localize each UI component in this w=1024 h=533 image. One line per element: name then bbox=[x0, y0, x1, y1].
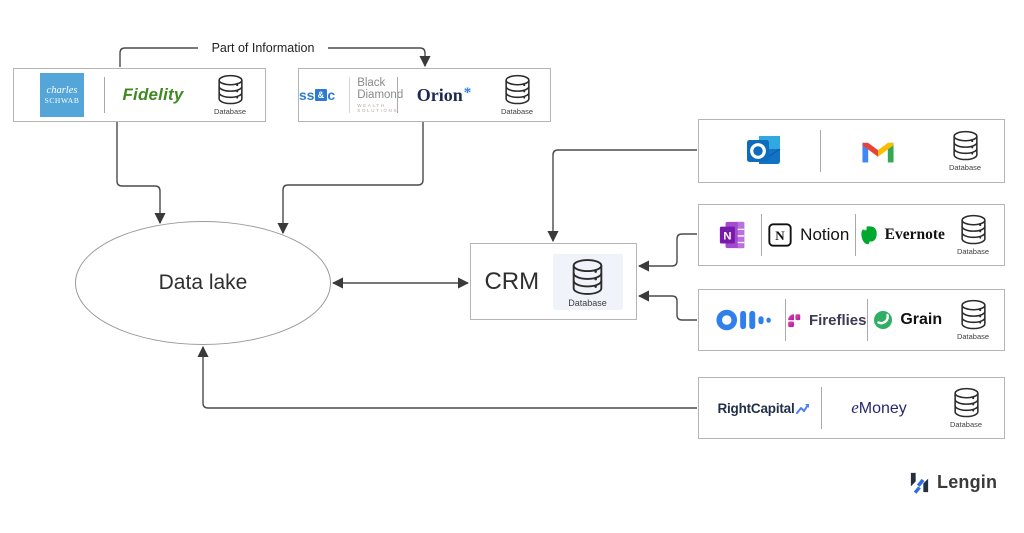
gmail-icon bbox=[861, 142, 894, 163]
grain-logo: Grain bbox=[868, 310, 949, 330]
divider bbox=[854, 214, 856, 256]
schwab-icon: charles SCHWAB bbox=[40, 73, 84, 117]
lengin-wordmark: Lengin bbox=[937, 472, 998, 492]
outlook-logo bbox=[707, 131, 820, 171]
database-icon bbox=[504, 74, 530, 105]
lengin-icon bbox=[910, 472, 929, 494]
divider bbox=[104, 77, 105, 113]
edge-planning-to-datalake bbox=[197, 345, 697, 409]
edge-custodians-to-datalake bbox=[116, 122, 166, 225]
notes-box: N N Notion Evernote Database bbox=[698, 204, 1005, 266]
otter-logo bbox=[705, 308, 785, 332]
database-icon bbox=[217, 74, 243, 105]
database-icon bbox=[960, 214, 986, 245]
orion-logo: Orion* bbox=[416, 84, 472, 105]
divider bbox=[820, 130, 821, 172]
database-node: Database bbox=[490, 74, 544, 116]
svg-text:N: N bbox=[723, 231, 731, 243]
rightcapital-logo: RightCapital bbox=[707, 401, 821, 416]
orion-asterisk-icon: * bbox=[463, 84, 472, 101]
database-node: Database bbox=[934, 130, 996, 172]
evernote-icon bbox=[860, 225, 877, 244]
divider bbox=[397, 77, 398, 113]
outlook-icon bbox=[746, 136, 780, 164]
ssc-icon: ss&c bbox=[298, 87, 336, 103]
data-lake-label: Data lake bbox=[158, 271, 248, 294]
edge-label-part-of-information: Part of Information bbox=[198, 41, 328, 55]
divider bbox=[785, 299, 786, 341]
fireflies-icon bbox=[788, 313, 801, 327]
grain-icon bbox=[874, 311, 893, 329]
notion-icon: N bbox=[768, 223, 792, 247]
emoney-logo: eMoney bbox=[851, 398, 907, 417]
divider bbox=[761, 214, 762, 256]
database-icon bbox=[572, 258, 603, 295]
rightcapital-arrow-icon bbox=[795, 403, 809, 414]
custodians-box: charles SCHWAB Fidelity Database bbox=[13, 68, 266, 122]
email-box: Database bbox=[698, 119, 1005, 183]
edge-notes-to-crm bbox=[637, 233, 697, 272]
lengin-logo: Lengin bbox=[908, 471, 997, 494]
meetings-box: Fireflies Grain Database bbox=[698, 289, 1005, 351]
notion-logo: N Notion bbox=[762, 222, 855, 248]
svg-text:N: N bbox=[775, 228, 785, 243]
database-node: Database bbox=[948, 299, 998, 341]
database-icon bbox=[960, 299, 986, 330]
portfolio-box: ss&c Black Diamond WEALTH SOLUTIONS Orio… bbox=[298, 68, 551, 122]
fidelity-logo: Fidelity bbox=[122, 85, 184, 104]
ssc-black-diamond-logo: ss&c Black Diamond WEALTH SOLUTIONS bbox=[298, 76, 404, 114]
planning-box: RightCapital eMoney Database bbox=[698, 377, 1005, 439]
divider bbox=[866, 299, 868, 341]
divider bbox=[821, 387, 822, 429]
crm-box: CRM Database bbox=[470, 243, 637, 320]
edge-portfolio-to-datalake bbox=[277, 122, 424, 235]
crm-label: CRM bbox=[484, 267, 540, 295]
gmail-logo bbox=[821, 137, 934, 165]
fireflies-logo: Fireflies bbox=[786, 310, 867, 331]
data-lake-node: Data lake bbox=[75, 221, 331, 345]
evernote-logo: Evernote bbox=[856, 225, 949, 246]
onenote-icon: N bbox=[719, 221, 745, 249]
edge-email-to-crm bbox=[547, 149, 697, 243]
database-node: Database bbox=[201, 74, 259, 116]
edge-meetings-to-crm bbox=[637, 290, 697, 321]
database-icon bbox=[953, 387, 979, 418]
otter-icon bbox=[716, 309, 771, 331]
schwab-logo: charles SCHWAB bbox=[20, 73, 104, 117]
database-node: Database bbox=[948, 214, 998, 256]
database-icon bbox=[952, 130, 978, 161]
crm-database-node: Database bbox=[552, 253, 623, 310]
onenote-logo: N bbox=[705, 220, 761, 250]
database-node: Database bbox=[936, 387, 996, 429]
